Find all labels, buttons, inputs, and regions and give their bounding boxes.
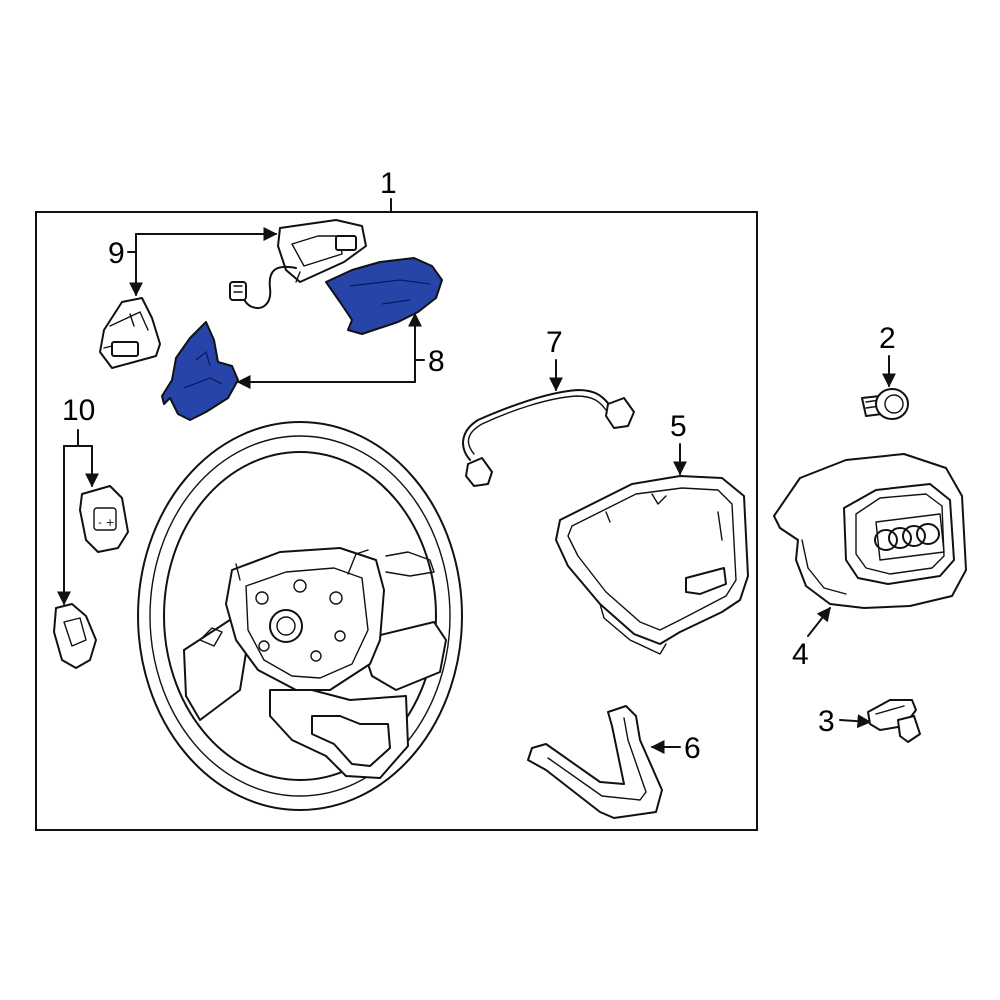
clock-spring-wire-harness[interactable]: [462, 389, 635, 487]
driver-airbag-module[interactable]: [773, 453, 967, 609]
callout-9-leaders: [127, 227, 278, 297]
connector[interactable]: [867, 699, 921, 743]
four-rings-icon: [874, 523, 940, 551]
airbag-trim-cover[interactable]: [555, 475, 749, 655]
callout-10-leaders: [57, 429, 99, 606]
callout-6[interactable]: 6: [684, 732, 701, 765]
callout-4[interactable]: 4: [792, 638, 809, 671]
callout-1[interactable]: 1: [380, 167, 397, 200]
callout-8-leaders: [236, 312, 425, 389]
side-button[interactable]: [53, 603, 97, 669]
left-switch-cover-highlighted[interactable]: [161, 321, 239, 421]
multifunction-button[interactable]: - +: [79, 485, 129, 553]
callout-8[interactable]: 8: [428, 345, 445, 378]
left-switch-housing[interactable]: [99, 297, 161, 369]
lower-spoke-trim[interactable]: [527, 705, 663, 819]
callout-4-leader: [807, 606, 831, 637]
callout-3-leader: [839, 714, 872, 729]
right-switch-cover-highlighted[interactable]: [325, 257, 443, 335]
steering-wheel[interactable]: [137, 421, 463, 811]
bolt[interactable]: [861, 388, 909, 420]
callout-5[interactable]: 5: [670, 410, 687, 443]
switch-wire-harness[interactable]: [229, 265, 297, 309]
right-switch-housing[interactable]: [277, 219, 367, 283]
callout-2[interactable]: 2: [879, 322, 896, 355]
callout-9[interactable]: 9: [108, 237, 125, 270]
callout-3[interactable]: 3: [818, 705, 835, 738]
callout-7[interactable]: 7: [546, 326, 563, 359]
callout-10[interactable]: 10: [62, 394, 95, 427]
svg-text:- +: - +: [98, 516, 115, 529]
